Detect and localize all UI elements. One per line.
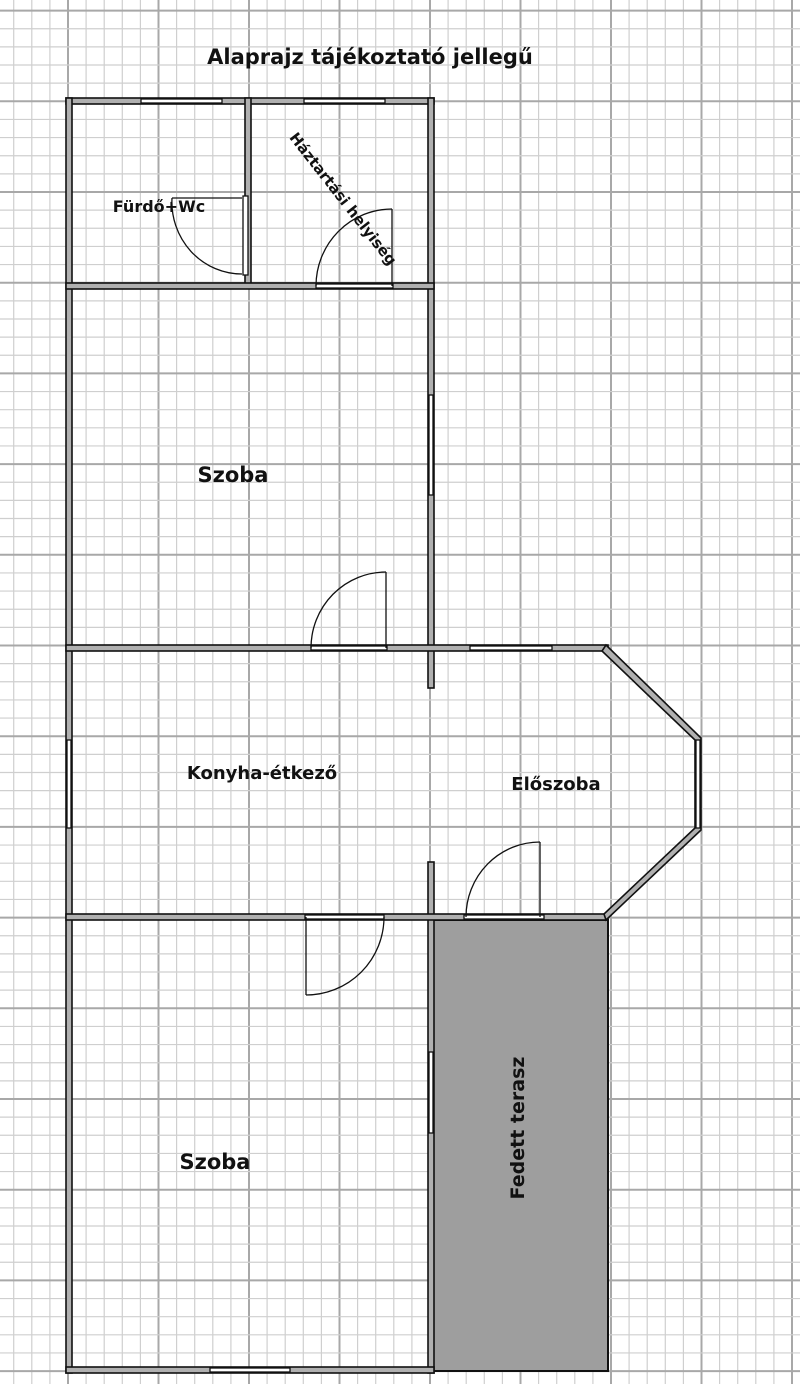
room-label-room-bottom: Szoba	[180, 1150, 251, 1174]
entrance-door	[463, 841, 545, 920]
room-label-bathroom: Fürdő+Wc	[113, 197, 205, 216]
bathroom-door	[171, 195, 249, 276]
room-bottom-door	[304, 914, 385, 996]
plan-title: Alaprajz tájékoztató jellegű	[207, 45, 533, 69]
windows	[66, 98, 701, 1373]
room-label-room-top: Szoba	[198, 463, 269, 487]
doors	[171, 195, 545, 996]
room-label-hall: Előszoba	[511, 774, 600, 795]
room-top-door	[310, 571, 388, 651]
utility-door	[315, 208, 394, 289]
room-label-terrace: Fedett terasz	[507, 1057, 529, 1200]
room-label-kitchen: Konyha-étkező	[187, 763, 337, 784]
